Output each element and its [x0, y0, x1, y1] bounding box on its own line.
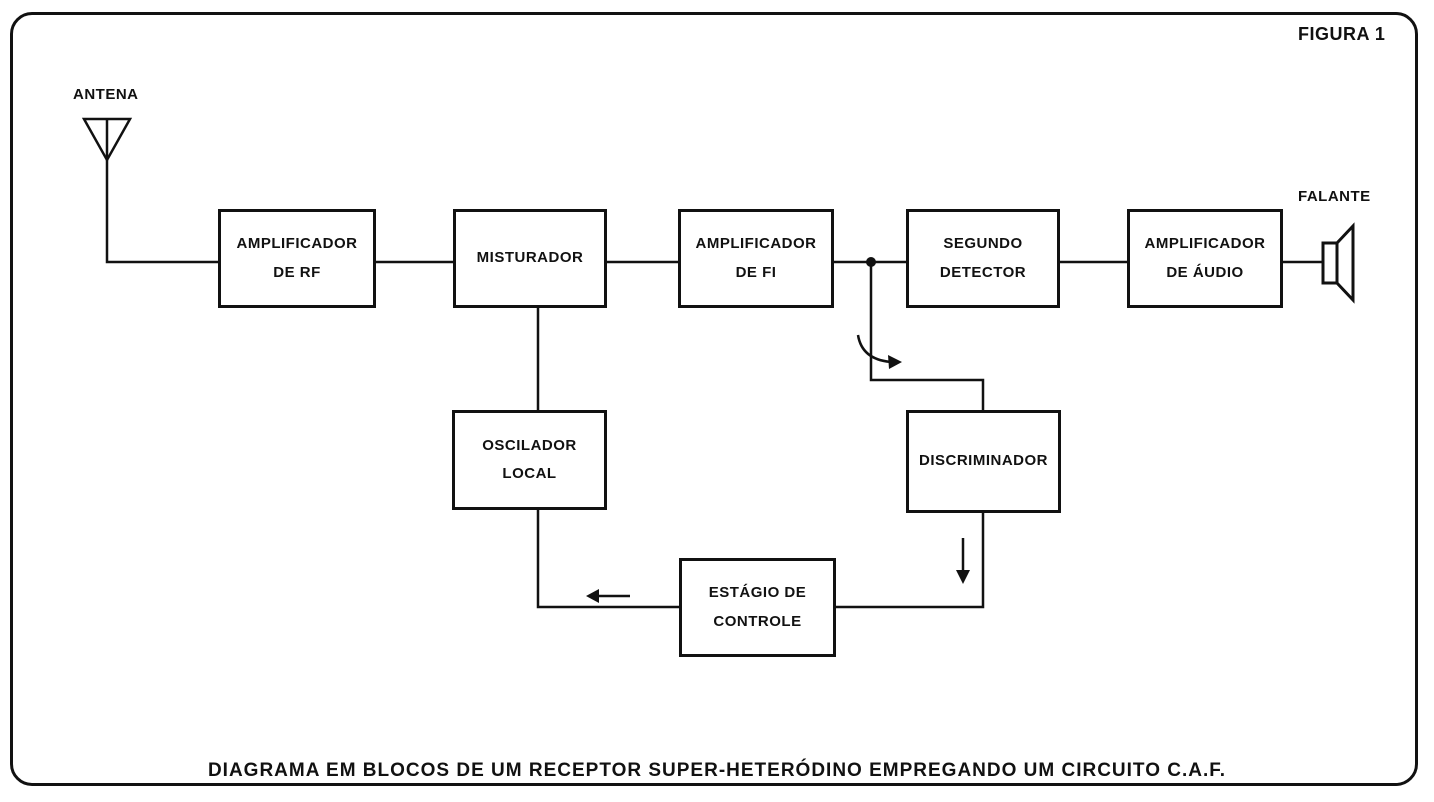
block-misturador: MISTURADOR [453, 209, 607, 308]
block-segundo-detector: SEGUNDO DETECTOR [906, 209, 1060, 308]
block-amplificador-audio-line1: AMPLIFICADOR [1144, 235, 1266, 252]
block-discriminador-line1: DISCRIMINADOR [919, 452, 1048, 470]
block-amplificador-fi-line1: AMPLIFICADOR [695, 235, 817, 252]
block-amplificador-audio: AMPLIFICADOR DE ÁUDIO [1127, 209, 1283, 308]
block-discriminador: DISCRIMINADOR [906, 410, 1061, 513]
block-segundo-detector-line1: SEGUNDO [943, 235, 1023, 252]
block-amplificador-fi: AMPLIFICADOR DE FI [678, 209, 834, 308]
block-amplificador-fi-line2: DE FI [735, 263, 777, 281]
block-oscilador-local: OSCILADOR LOCAL [452, 410, 607, 510]
block-amplificador-rf-line1: AMPLIFICADOR [236, 235, 358, 252]
block-amplificador-rf: AMPLIFICADOR DE RF [218, 209, 376, 308]
flow-arrow-curved-icon [888, 355, 902, 369]
block-segundo-detector-line2: DETECTOR [939, 263, 1027, 281]
figure-label: FIGURA 1 [1298, 24, 1386, 44]
flow-arrow-left-icon [586, 589, 599, 603]
speaker-icon [1321, 222, 1355, 304]
figure-caption: DIAGRAMA EM BLOCOS DE UM RECEPTOR SUPER-… [207, 760, 1227, 781]
junction-dot [866, 257, 876, 267]
block-estagio-controle-line2: CONTROLE [713, 612, 802, 630]
block-amplificador-audio-line2: DE ÁUDIO [1166, 263, 1244, 281]
block-estagio-controle: ESTÁGIO DE CONTROLE [679, 558, 836, 657]
figure-frame [10, 12, 1418, 786]
block-misturador-line1: MISTURADOR [476, 249, 584, 267]
block-oscilador-local-line1: OSCILADOR [482, 436, 577, 454]
block-oscilador-local-line2: LOCAL [502, 465, 557, 482]
flow-arrow-down-icon [956, 570, 970, 584]
antenna-label: ANTENA [73, 86, 139, 103]
block-amplificador-rf-line2: DE RF [273, 263, 321, 281]
speaker-label: FALANTE [1298, 188, 1371, 205]
block-estagio-controle-line1: ESTÁGIO DE [708, 584, 807, 601]
